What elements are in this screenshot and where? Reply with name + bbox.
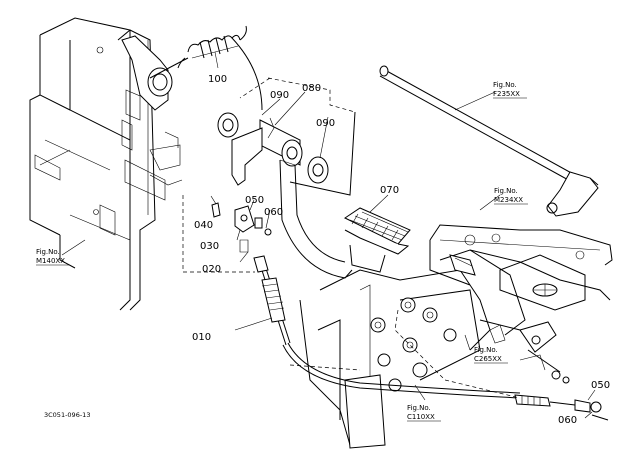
right-clevis-hardware[interactable] [574,399,609,421]
figref-c110-line1: Fig.No. [407,404,431,412]
pedal-shaft-assembly[interactable] [217,77,356,196]
clevis-assembly[interactable] [211,202,272,253]
bushing-right[interactable] [307,156,329,184]
callout-040[interactable]: 040 [194,220,213,231]
callout-100[interactable]: 100 [208,74,227,85]
figref-c110xx[interactable]: Fig.No. C110XX [407,404,441,422]
cable-dashed-routing [182,195,521,399]
callout-010[interactable]: 010 [192,332,211,343]
callout-060-upper[interactable]: 060 [264,207,283,218]
figref-c265-line2: C265XX [474,355,502,363]
clutch-cable[interactable] [253,255,576,407]
figref-m140-line1: Fig.No. [36,248,60,256]
callout-050-lower[interactable]: 050 [591,380,610,391]
callout-050-upper[interactable]: 050 [245,195,264,206]
figref-m140xx[interactable]: Fig.No. M140XX [36,248,70,266]
callout-060-lower[interactable]: 060 [558,415,577,426]
callout-090-right[interactable]: 090 [316,118,335,129]
figref-c265xx[interactable]: Fig.No. C265XX [474,346,508,364]
figref-f235-line2: F235XX [493,90,520,98]
figref-m234-line1: Fig.No. [494,187,518,195]
pedal-pad[interactable] [343,207,411,273]
callout-070[interactable]: 070 [380,185,399,196]
leader-lines [61,51,596,419]
figref-m140-line2: M140XX [36,257,65,265]
bushing-left[interactable] [217,112,239,138]
figref-m234-line2: M234XX [494,196,523,204]
callout-080[interactable]: 080 [302,83,321,94]
figref-f235xx[interactable]: Fig.No. F235XX [493,81,527,99]
callout-020[interactable]: 020 [202,264,221,275]
spring-link-line [231,37,263,111]
callouts: 100 090 080 090 070 040 050 060 030 020 … [192,74,610,426]
figure-references: Fig.No. F235XX Fig.No. M234XX Fig.No. M1… [36,81,528,422]
pedal-arm-lever[interactable] [231,127,263,186]
figref-c265-line1: Fig.No. [474,346,498,354]
document-id: 3C051-096-13 [44,411,91,419]
pedal-arm[interactable] [279,159,353,279]
callout-090-left[interactable]: 090 [270,90,289,101]
figref-m234xx[interactable]: Fig.No. M234XX [494,187,528,205]
return-spring[interactable] [177,25,247,69]
spring-arm [149,57,189,79]
figref-c110-line2: C110XX [407,413,435,421]
pto-rod[interactable] [379,65,599,217]
callout-030[interactable]: 030 [200,241,219,252]
figref-f235-line1: Fig.No. [493,81,517,89]
right-frame-assembly [299,224,613,449]
pedal-bracket [121,35,183,186]
